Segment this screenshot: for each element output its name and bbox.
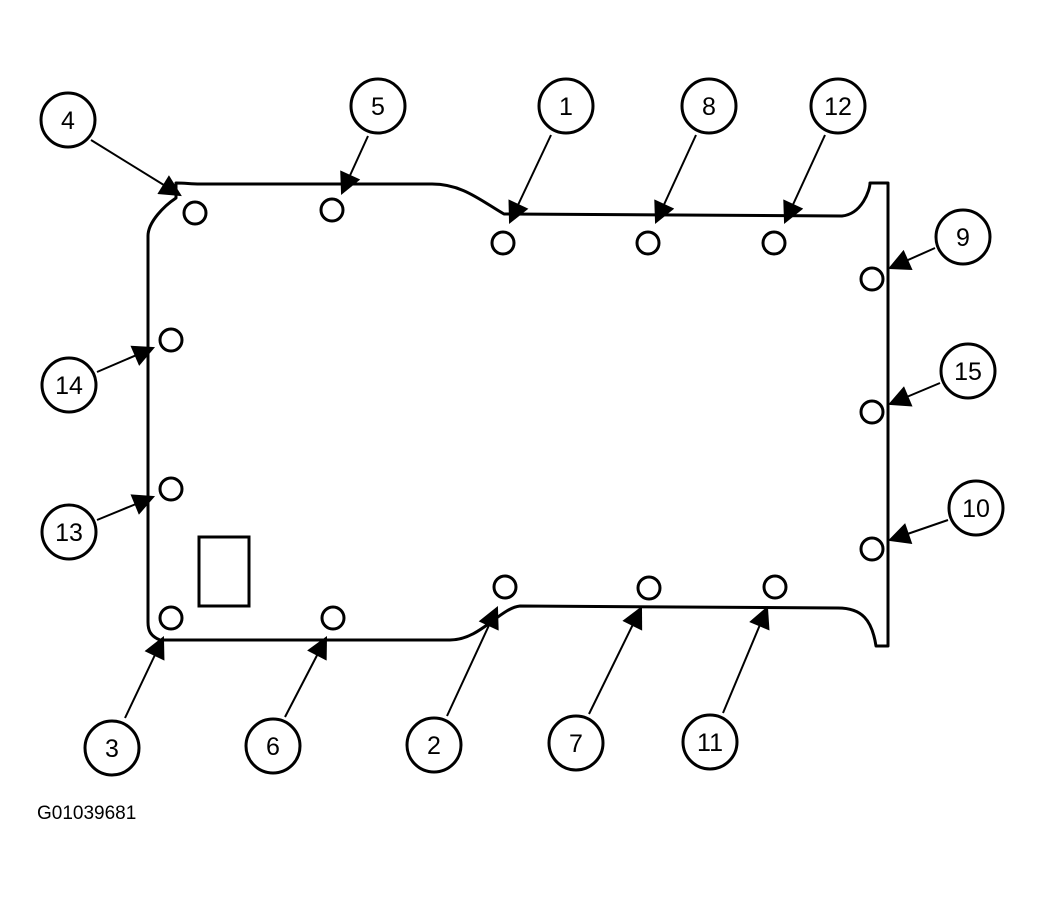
bolt-hole-1: [490, 230, 516, 256]
callout-number: 3: [105, 735, 119, 763]
callout-number: 11: [697, 729, 723, 757]
callout-number: 10: [962, 495, 990, 523]
leader-arrow-4: [90, 139, 182, 197]
bolt-hole-8: [635, 230, 661, 256]
leader-arrow-9: [887, 247, 936, 271]
callout-6: 6: [244, 717, 302, 775]
bolt-hole-10: [859, 536, 885, 562]
leader-arrow-5: [340, 135, 369, 196]
bolt-hole-2: [492, 574, 518, 600]
callout-number: 1: [559, 93, 573, 121]
callout-circle: [244, 717, 302, 775]
callout-circle: [349, 77, 407, 135]
callout-7: 7: [547, 714, 605, 772]
bolt-hole-4: [182, 200, 208, 226]
leader-arrow-1: [508, 134, 552, 224]
bolt-hole-6: [320, 605, 346, 631]
callout-circle: [934, 208, 992, 266]
leader-arrow-8: [654, 134, 697, 224]
leader-arrow-13: [96, 494, 156, 521]
leader-arrow-12: [783, 134, 826, 224]
callout-circle: [547, 714, 605, 772]
callout-number: 5: [371, 93, 385, 121]
callout-3: 3: [83, 719, 141, 777]
callout-number: 14: [55, 372, 83, 400]
bolt-hole-9: [859, 266, 885, 292]
callout-number: 8: [702, 93, 716, 121]
bolt-hole-15: [859, 399, 885, 425]
callout-circle: [537, 77, 595, 135]
callout-number: 15: [954, 358, 982, 386]
bolt-hole-13: [158, 476, 184, 502]
callout-number: 2: [427, 732, 441, 760]
callout-9: 9: [934, 208, 992, 266]
drain-plug-pad: [197, 535, 251, 608]
bolt-hole-14: [158, 327, 184, 353]
bolt-hole-11: [762, 574, 788, 600]
figure-id: G01039681: [37, 803, 137, 824]
callout-circle: [681, 713, 739, 771]
leader-arrow-11: [722, 605, 770, 714]
bolt-hole-7: [636, 575, 662, 601]
callout-15: 15: [939, 342, 997, 400]
bolt-hole-12: [761, 230, 787, 256]
callout-circle: [39, 91, 97, 149]
callout-circle: [40, 503, 98, 561]
callout-13: 13: [40, 503, 98, 561]
callout-circle: [40, 356, 98, 414]
callout-14: 14: [40, 356, 98, 414]
callout-2: 2: [405, 716, 463, 774]
callout-8: 8: [680, 77, 738, 135]
callout-number: 13: [55, 519, 83, 547]
callout-circle: [939, 342, 997, 400]
callout-number: 6: [266, 733, 280, 761]
callout-1: 1: [537, 77, 595, 135]
callout-number: 7: [569, 730, 583, 758]
gasket-outline: [146, 181, 890, 648]
leader-arrow-14: [96, 345, 156, 373]
callout-circle: [83, 719, 141, 777]
bolt-hole-3: [158, 605, 184, 631]
callout-circle: [680, 77, 738, 135]
callout-4: 4: [39, 91, 97, 149]
callout-circle: [405, 716, 463, 774]
leader-arrow-10: [887, 519, 949, 544]
callout-circle: [809, 77, 867, 135]
callout-number: 12: [824, 93, 852, 121]
callout-5: 5: [349, 77, 407, 135]
leader-arrow-2: [446, 606, 499, 717]
leader-arrow-6: [284, 636, 328, 718]
callout-10: 10: [947, 479, 1005, 537]
leader-arrow-15: [887, 382, 941, 407]
callout-number: 4: [61, 107, 75, 135]
callout-number: 9: [956, 224, 970, 252]
callout-circle: [947, 479, 1005, 537]
leader-arrow-3: [124, 636, 165, 719]
leader-arrow-7: [588, 606, 643, 715]
bolt-hole-5: [319, 197, 345, 223]
callout-11: 11: [681, 713, 739, 771]
callout-12: 12: [809, 77, 867, 135]
